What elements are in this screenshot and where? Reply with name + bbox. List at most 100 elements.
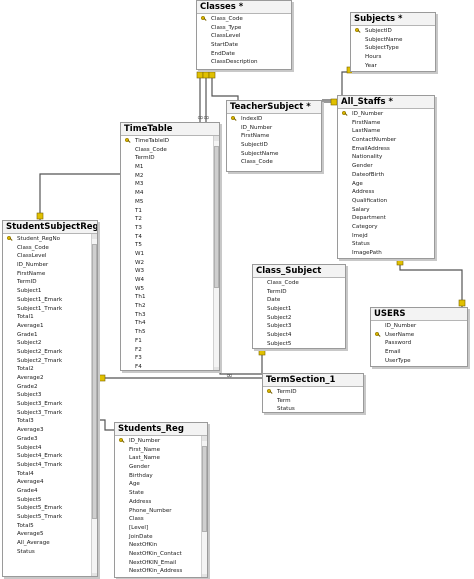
column-row[interactable]: Date	[253, 296, 345, 305]
column-row[interactable]: Subject2	[3, 339, 91, 348]
column-row[interactable]: Grade3	[3, 435, 91, 444]
column-row[interactable]: EndDate	[197, 50, 291, 59]
column-row[interactable]: ID_Number	[227, 124, 321, 133]
column-row[interactable]: Th3	[121, 311, 213, 320]
column-row[interactable]: TermID	[253, 288, 345, 297]
column-row[interactable]: Gender	[115, 463, 201, 472]
column-row[interactable]: Gender	[338, 162, 434, 171]
column-row[interactable]: Status	[338, 240, 434, 249]
column-row[interactable]: Total3	[3, 417, 91, 426]
column-row[interactable]: Class_Code	[227, 158, 321, 167]
column-row[interactable]: Class_Type	[197, 24, 291, 33]
column-row[interactable]: Age	[115, 480, 201, 489]
column-row[interactable]: Subject2_Emark	[3, 348, 91, 357]
column-row[interactable]: FirstName	[338, 119, 434, 128]
column-row[interactable]: Class_Code	[253, 279, 345, 288]
column-row[interactable]: T2	[121, 215, 213, 224]
column-row[interactable]: Total5	[3, 522, 91, 531]
column-row[interactable]: DateofBirth	[338, 171, 434, 180]
column-row[interactable]: Class_Code	[121, 146, 213, 155]
column-row[interactable]: Th4	[121, 319, 213, 328]
scrollbar[interactable]	[213, 136, 219, 370]
column-row[interactable]: SubjectName	[351, 36, 435, 45]
column-row[interactable]: Subject3	[253, 322, 345, 331]
column-row[interactable]: UserName	[371, 331, 467, 340]
column-row[interactable]: Subject5_Emark	[3, 504, 91, 513]
column-row[interactable]: Hours	[351, 53, 435, 62]
column-row[interactable]: W5	[121, 285, 213, 294]
column-row[interactable]: StartDate	[197, 41, 291, 50]
column-row[interactable]: ID_Number	[338, 110, 434, 119]
column-row[interactable]: [Level]	[115, 524, 201, 533]
column-row[interactable]: Class_Code	[3, 244, 91, 253]
column-row[interactable]: Subject3	[3, 391, 91, 400]
column-row[interactable]: Th2	[121, 302, 213, 311]
column-row[interactable]: T5	[121, 241, 213, 250]
column-row[interactable]: M1	[121, 163, 213, 172]
column-row[interactable]: Subject3_Emark	[3, 400, 91, 409]
column-row[interactable]: Class	[115, 515, 201, 524]
column-row[interactable]: Subject1_Emark	[3, 296, 91, 305]
column-row[interactable]: T1	[121, 207, 213, 216]
column-row[interactable]: Salary	[338, 206, 434, 215]
column-row[interactable]: Nationality	[338, 153, 434, 162]
column-row[interactable]: Subject4_Emark	[3, 452, 91, 461]
column-row[interactable]: Subject1_Tmark	[3, 305, 91, 314]
column-row[interactable]: NextOfKin_Address	[115, 567, 201, 576]
column-row[interactable]: Average4	[3, 478, 91, 487]
column-row[interactable]: Average2	[3, 374, 91, 383]
column-row[interactable]: All_Average	[3, 539, 91, 548]
column-row[interactable]: Grade2	[3, 383, 91, 392]
column-row[interactable]: Class_Code	[197, 15, 291, 24]
column-row[interactable]: W2	[121, 259, 213, 268]
column-row[interactable]: Address	[115, 498, 201, 507]
column-row[interactable]: Subject2	[253, 314, 345, 323]
column-row[interactable]: State	[115, 489, 201, 498]
column-row[interactable]: Grade4	[3, 487, 91, 496]
column-row[interactable]: Email	[371, 348, 467, 357]
column-row[interactable]: Average1	[3, 322, 91, 331]
column-row[interactable]: M2	[121, 172, 213, 181]
column-row[interactable]: Total4	[3, 470, 91, 479]
column-row[interactable]: M5	[121, 198, 213, 207]
column-row[interactable]: TimeTableID	[121, 137, 213, 146]
column-row[interactable]: Subject4_Tmark	[3, 461, 91, 470]
column-row[interactable]: NextOfKin_Contact	[115, 550, 201, 559]
column-row[interactable]: TermID	[3, 278, 91, 287]
table-student-subject-register[interactable]: StudentSubjectRegisterat Student_RegNoCl…	[2, 220, 98, 577]
column-row[interactable]: Address	[338, 188, 434, 197]
column-row[interactable]: Password	[371, 339, 467, 348]
column-row[interactable]: Subject4	[253, 331, 345, 340]
column-row[interactable]: Total2	[3, 365, 91, 374]
column-row[interactable]: Last_Name	[115, 454, 201, 463]
column-row[interactable]: ImagePath	[338, 249, 434, 258]
column-row[interactable]: Th5	[121, 328, 213, 337]
column-row[interactable]: ClassLevel	[197, 32, 291, 41]
column-row[interactable]: SubjectID	[351, 27, 435, 36]
column-row[interactable]: First_Name	[115, 446, 201, 455]
column-row[interactable]: UserType	[371, 357, 467, 366]
column-row[interactable]: ContactNumber	[338, 136, 434, 145]
column-row[interactable]: Subject1	[3, 287, 91, 296]
column-row[interactable]: ClassDescription	[197, 58, 291, 67]
column-row[interactable]: IndexID	[227, 115, 321, 124]
column-row[interactable]: T4	[121, 233, 213, 242]
column-row[interactable]: Status	[263, 405, 363, 412]
column-row[interactable]: Department	[338, 214, 434, 223]
column-row[interactable]: F4	[121, 363, 213, 370]
column-row[interactable]: Average5	[3, 530, 91, 539]
column-row[interactable]: Term	[263, 397, 363, 406]
column-row[interactable]: Subject1	[253, 305, 345, 314]
column-row[interactable]: Subject5	[253, 340, 345, 348]
column-row[interactable]: Average3	[3, 426, 91, 435]
column-row[interactable]: Subject5	[3, 496, 91, 505]
column-row[interactable]: T3	[121, 224, 213, 233]
column-row[interactable]: Student_Picture	[115, 576, 201, 577]
column-row[interactable]: Category	[338, 223, 434, 232]
